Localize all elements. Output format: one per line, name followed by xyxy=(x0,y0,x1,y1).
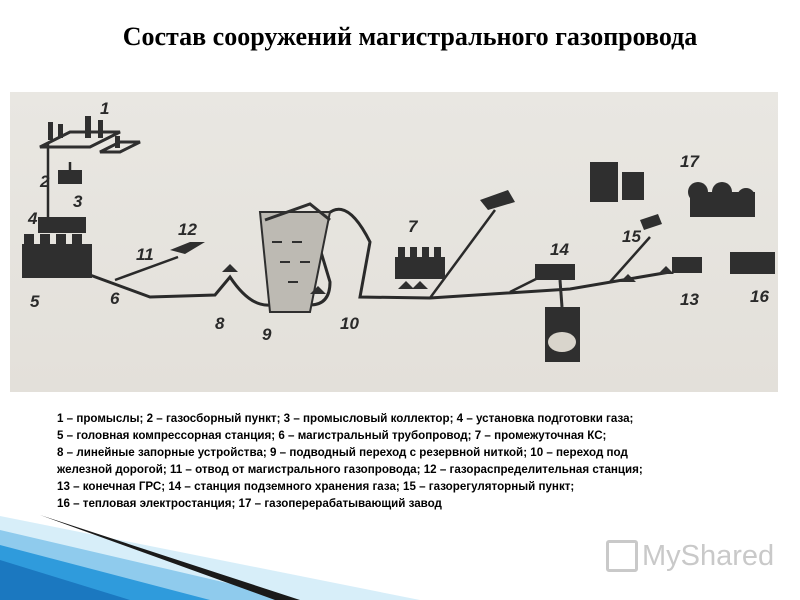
label-5: 5 xyxy=(30,292,40,311)
label-12: 12 xyxy=(178,220,197,239)
underground-storage-icon xyxy=(535,264,580,362)
gas-collection-point-icon xyxy=(58,170,82,184)
label-3: 3 xyxy=(73,192,83,211)
gas-treatment-unit-icon xyxy=(38,217,86,233)
final-grs-icon xyxy=(672,257,702,273)
myshared-logo[interactable]: MyShared xyxy=(606,536,774,576)
linear-valves xyxy=(222,264,674,294)
legend-line: железной дорогой; 11 – отвод от магистра… xyxy=(57,463,643,476)
gas-processing-plant-icon xyxy=(688,182,755,217)
label-1: 1 xyxy=(100,99,109,118)
gas-regulator-point-icon xyxy=(590,162,662,230)
legend-line: 16 – тепловая электростанция; 17 – газоп… xyxy=(57,497,442,510)
thermal-power-plant-icon xyxy=(730,252,775,274)
label-9: 9 xyxy=(262,325,272,344)
legend-line: 8 – линейные запорные устройства; 9 – по… xyxy=(57,446,628,459)
pipeline-schematic: 1 2 3 4 5 6 7 8 9 10 11 12 13 14 15 16 1… xyxy=(22,99,775,362)
label-14: 14 xyxy=(550,240,569,259)
label-11: 11 xyxy=(136,245,154,264)
presentation-icon xyxy=(606,540,638,572)
underwater-crossing-icon xyxy=(258,202,332,313)
label-2: 2 xyxy=(39,172,50,191)
gas-distribution-station-icon xyxy=(170,242,205,254)
gas-pipeline-diagram: 1 2 3 4 5 6 7 8 9 10 11 12 13 14 15 16 1… xyxy=(10,92,778,392)
label-4: 4 xyxy=(27,209,38,228)
label-7: 7 xyxy=(408,217,419,236)
label-13: 13 xyxy=(680,290,699,309)
label-10: 10 xyxy=(340,314,359,333)
intermediate-compressor-station-icon xyxy=(395,247,445,279)
legend: 1 – промыслы; 2 – газосборный пункт; 3 –… xyxy=(57,410,777,512)
logo-text: MyShared xyxy=(642,539,775,572)
head-compressor-station-icon xyxy=(22,234,92,278)
legend-line: 13 – конечная ГРС; 14 – станция подземно… xyxy=(57,480,575,493)
legend-line: 5 – головная компрессорная станция; 6 – … xyxy=(57,429,607,442)
page-title: Состав сооружений магистрального газопро… xyxy=(122,22,698,51)
label-17: 17 xyxy=(680,152,700,171)
legend-line: 1 – промыслы; 2 – газосборный пункт; 3 –… xyxy=(57,412,634,425)
gas-fields-icon xyxy=(39,116,141,154)
label-6: 6 xyxy=(110,289,120,308)
gas-distribution-station-icon-2 xyxy=(480,190,515,210)
main-pipeline xyxy=(89,207,671,307)
label-16: 16 xyxy=(750,287,769,306)
label-15: 15 xyxy=(622,227,641,246)
label-8: 8 xyxy=(215,314,225,333)
